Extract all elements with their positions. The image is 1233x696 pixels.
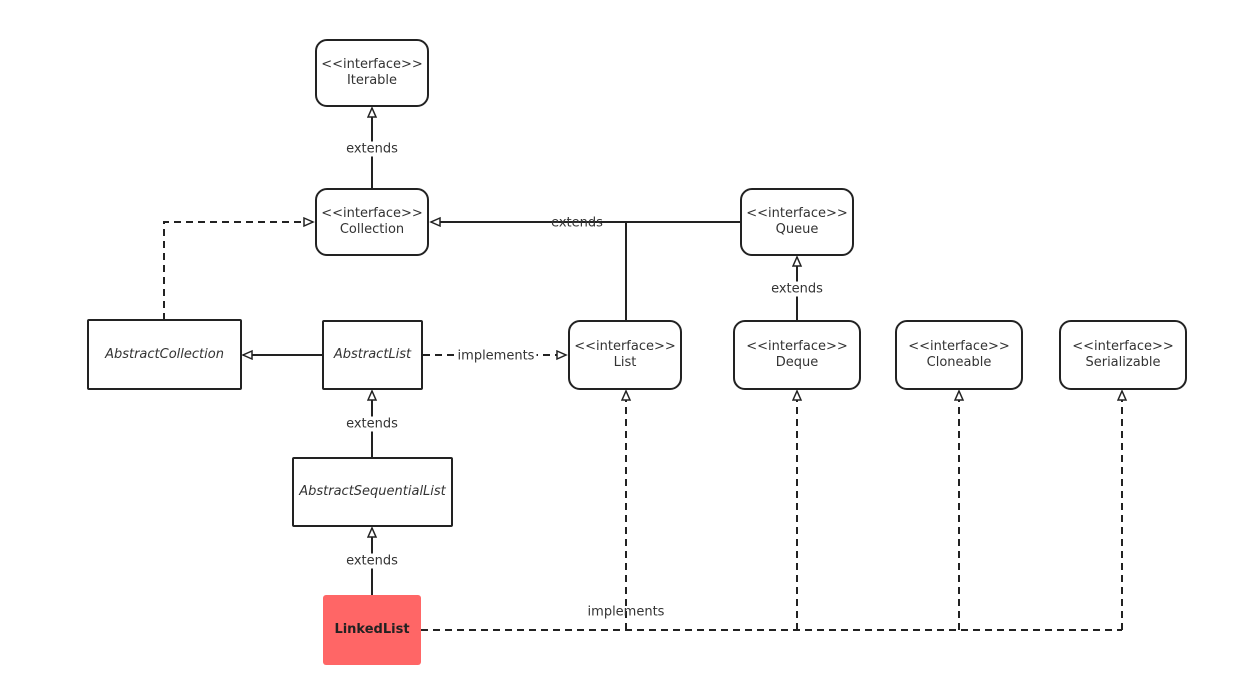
iterable-name: Iterable	[346, 73, 398, 88]
node-iterable[interactable]: <<interface>> Iterable	[315, 39, 429, 107]
node-queue[interactable]: <<interface>> Queue	[740, 188, 854, 256]
deque-name: Deque	[775, 355, 819, 370]
node-collection[interactable]: <<interface>> Collection	[315, 188, 429, 256]
label-extends-iterable: extends	[344, 141, 400, 157]
node-serializable[interactable]: <<interface>> Serializable	[1059, 320, 1187, 390]
node-abstract-collection[interactable]: AbstractCollection	[87, 319, 242, 390]
edge-abstractcollection-collection	[163, 222, 313, 320]
node-abstract-sequential-list[interactable]: AbstractSequentialList	[292, 457, 453, 527]
label-implements-list: implements	[455, 348, 537, 364]
linked-list-name: LinkedList	[334, 622, 410, 637]
label-extends-abstractlist: extends	[344, 416, 400, 432]
node-deque[interactable]: <<interface>> Deque	[733, 320, 861, 390]
collection-name: Collection	[339, 222, 405, 237]
abstract-list-name: AbstractList	[333, 347, 412, 362]
serializable-name: Serializable	[1085, 355, 1161, 370]
cloneable-name: Cloneable	[926, 355, 992, 370]
queue-name: Queue	[775, 222, 819, 237]
list-name: List	[613, 355, 637, 370]
label-extends-queue: extends	[769, 281, 825, 297]
node-abstract-list[interactable]: AbstractList	[322, 320, 423, 390]
serializable-stereotype: <<interface>>	[1072, 339, 1174, 354]
node-linked-list[interactable]: LinkedList	[323, 595, 421, 665]
label-implements-interfaces: implements	[587, 604, 665, 620]
deque-stereotype: <<interface>>	[746, 339, 848, 354]
label-extends-collection: extends	[551, 215, 603, 231]
list-stereotype: <<interface>>	[574, 339, 676, 354]
abstract-collection-name: AbstractCollection	[105, 346, 224, 362]
abstract-sequential-list-name: AbstractSequentialList	[299, 484, 446, 499]
collection-stereotype: <<interface>>	[321, 206, 423, 221]
node-cloneable[interactable]: <<interface>> Cloneable	[895, 320, 1023, 390]
node-list[interactable]: <<interface>> List	[568, 320, 682, 390]
cloneable-stereotype: <<interface>>	[908, 339, 1010, 354]
label-extends-abstractsequential: extends	[344, 553, 400, 569]
queue-stereotype: <<interface>>	[746, 206, 848, 221]
iterable-stereotype: <<interface>>	[321, 57, 423, 72]
